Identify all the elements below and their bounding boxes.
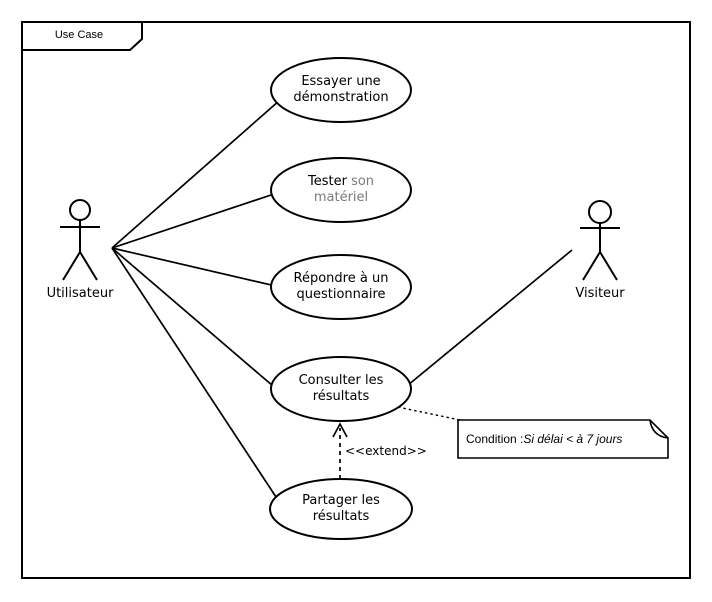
- association-utilisateur-consulter: [111, 247, 281, 393]
- association-utilisateur-partager: [111, 247, 281, 504]
- usecase-ellipse-tester: [270, 157, 412, 223]
- actor-leg-right: [79, 251, 98, 281]
- extend-arrowhead-icon: [332, 422, 348, 438]
- actor-leg-left: [582, 251, 601, 281]
- usecase-ellipse-consulter: [270, 356, 412, 422]
- association-utilisateur-tester: [111, 191, 281, 249]
- association-lines: [111, 99, 573, 504]
- actor-head: [69, 199, 91, 221]
- frame-border: [21, 21, 691, 579]
- note-body: [457, 419, 669, 459]
- actor-leg-left: [62, 251, 81, 281]
- note: [457, 419, 669, 459]
- actor-head: [588, 200, 612, 224]
- association-utilisateur-repondre: [111, 247, 281, 288]
- association-visiteur-consulter: [401, 249, 573, 391]
- usecase-ellipses: [269, 57, 413, 540]
- actor-utilisateur-icon: [60, 199, 100, 281]
- usecase-ellipse-repondre: [270, 254, 412, 320]
- usecase-ellipse-partager: [269, 478, 413, 540]
- association-utilisateur-essayer: [111, 99, 281, 249]
- extend-arrow: [332, 422, 348, 479]
- frame-tab: [21, 21, 143, 51]
- usecase-ellipse-essayer: [270, 57, 412, 123]
- note-anchor-line: [397, 406, 461, 421]
- actor-visiteur-icon: [580, 200, 620, 281]
- actor-leg-right: [599, 251, 618, 281]
- note-fold-icon: [649, 419, 669, 439]
